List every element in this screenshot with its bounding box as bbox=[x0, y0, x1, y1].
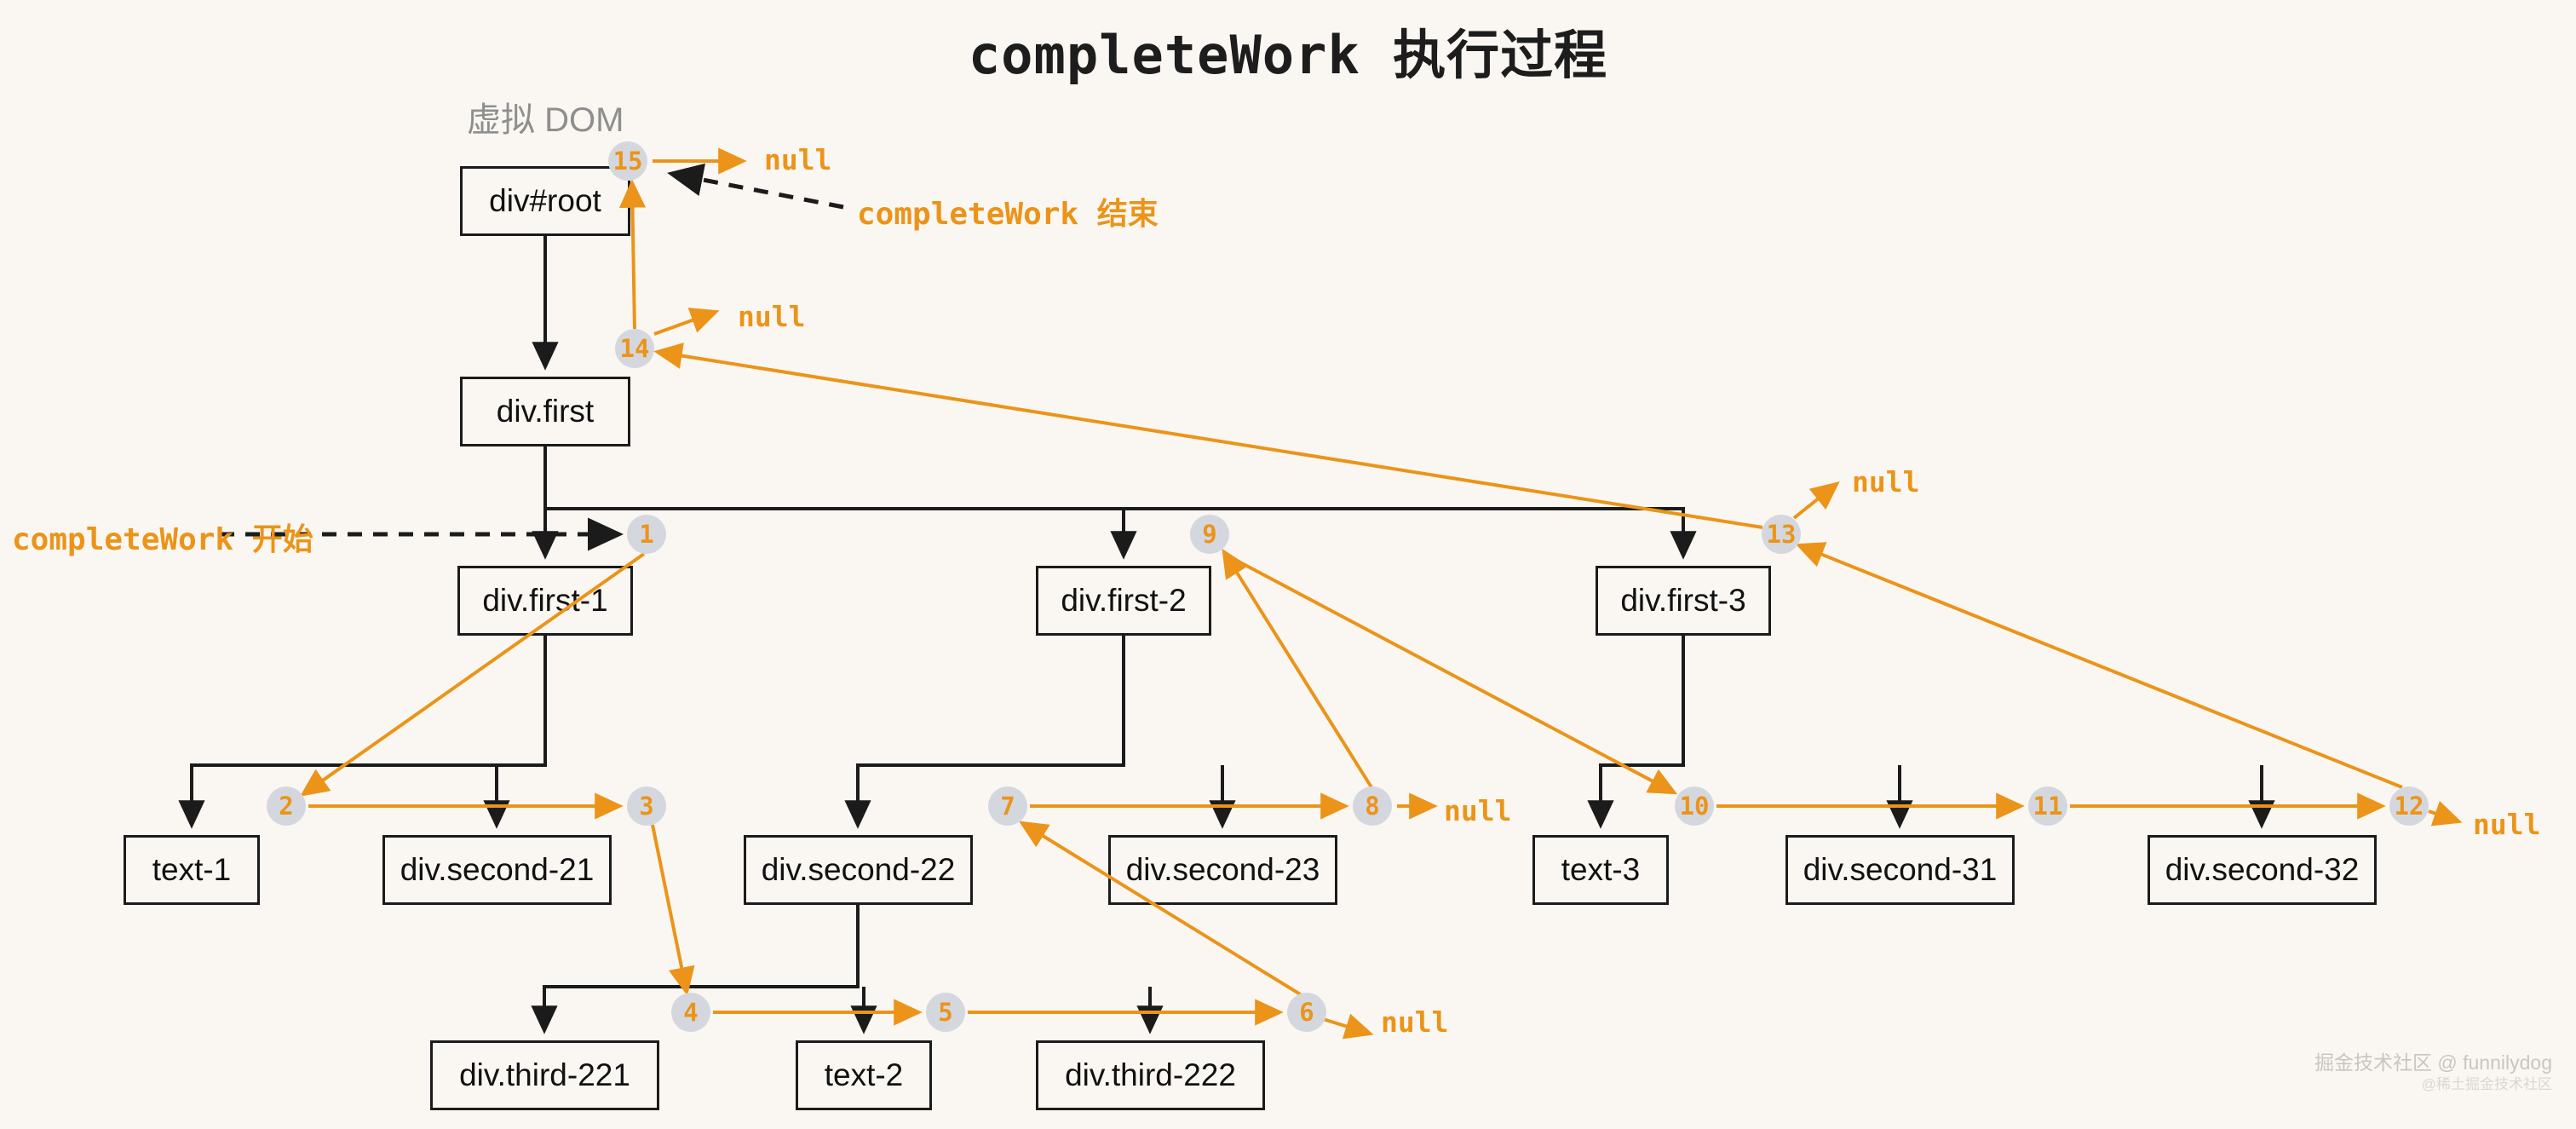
annotation-completework-start: completeWork 开始 bbox=[12, 522, 313, 557]
tree-node-div-second-22[interactable]: div.second-22 bbox=[744, 835, 973, 905]
step-badge-13[interactable]: 13 bbox=[1762, 515, 1801, 554]
null-label-root: null bbox=[764, 143, 832, 176]
null-label-third-222: null bbox=[1381, 1005, 1449, 1039]
step-badge-8[interactable]: 8 bbox=[1353, 786, 1392, 826]
step-badge-14[interactable]: 14 bbox=[615, 329, 654, 368]
null-label-second-32: null bbox=[2473, 808, 2541, 841]
step-badge-1[interactable]: 1 bbox=[627, 515, 666, 554]
null-label-second-23: null bbox=[1444, 794, 1512, 827]
watermark-line-2: @稀土掘金技术社区 bbox=[2421, 1075, 2552, 1092]
virtual-dom-label: 虚拟 DOM bbox=[467, 101, 624, 139]
step-badge-15[interactable]: 15 bbox=[608, 141, 647, 181]
tree-node-div-second-31[interactable]: div.second-31 bbox=[1785, 835, 2015, 905]
null-label-first: null bbox=[738, 300, 806, 333]
step-badge-3[interactable]: 3 bbox=[627, 786, 666, 826]
tree-node-div-first-3[interactable]: div.first-3 bbox=[1596, 566, 1771, 636]
step-badge-10[interactable]: 10 bbox=[1675, 786, 1714, 826]
step-badge-9[interactable]: 9 bbox=[1190, 515, 1229, 554]
step-badge-4[interactable]: 4 bbox=[671, 993, 710, 1032]
tree-node-div-first[interactable]: div.first bbox=[460, 377, 630, 446]
tree-node-text-1[interactable]: text-1 bbox=[124, 835, 260, 905]
annotation-completework-end: completeWork 结束 bbox=[857, 197, 1159, 232]
tree-node-div-second-32[interactable]: div.second-32 bbox=[2148, 835, 2377, 905]
tree-node-div-first-1[interactable]: div.first-1 bbox=[457, 566, 633, 636]
tree-node-div-third-221[interactable]: div.third-221 bbox=[430, 1040, 659, 1110]
tree-node-text-3[interactable]: text-3 bbox=[1532, 835, 1669, 905]
tree-node-div-first-2[interactable]: div.first-2 bbox=[1036, 566, 1211, 636]
watermark-line-1: 掘金技术社区 @ funnilydog bbox=[2314, 1051, 2552, 1074]
tree-node-div-second-21[interactable]: div.second-21 bbox=[382, 835, 612, 905]
step-badge-6[interactable]: 6 bbox=[1287, 993, 1326, 1032]
tree-node-div-third-222[interactable]: div.third-222 bbox=[1036, 1040, 1265, 1110]
step-badge-11[interactable]: 11 bbox=[2028, 786, 2067, 826]
watermark: 掘金技术社区 @ funnilydog @稀土掘金技术社区 bbox=[2314, 1051, 2552, 1093]
tree-node-text-2[interactable]: text-2 bbox=[796, 1040, 932, 1110]
null-label-first-3: null bbox=[1852, 465, 1920, 498]
page-title: completeWork 执行过程 bbox=[968, 24, 1608, 86]
step-badge-2[interactable]: 2 bbox=[267, 786, 306, 826]
tree-node-div-second-23[interactable]: div.second-23 bbox=[1108, 835, 1337, 905]
step-badge-7[interactable]: 7 bbox=[988, 786, 1027, 826]
tree-node-div-root[interactable]: div#root bbox=[460, 166, 630, 236]
step-badge-12[interactable]: 12 bbox=[2389, 786, 2429, 826]
step-badge-5[interactable]: 5 bbox=[926, 993, 965, 1032]
